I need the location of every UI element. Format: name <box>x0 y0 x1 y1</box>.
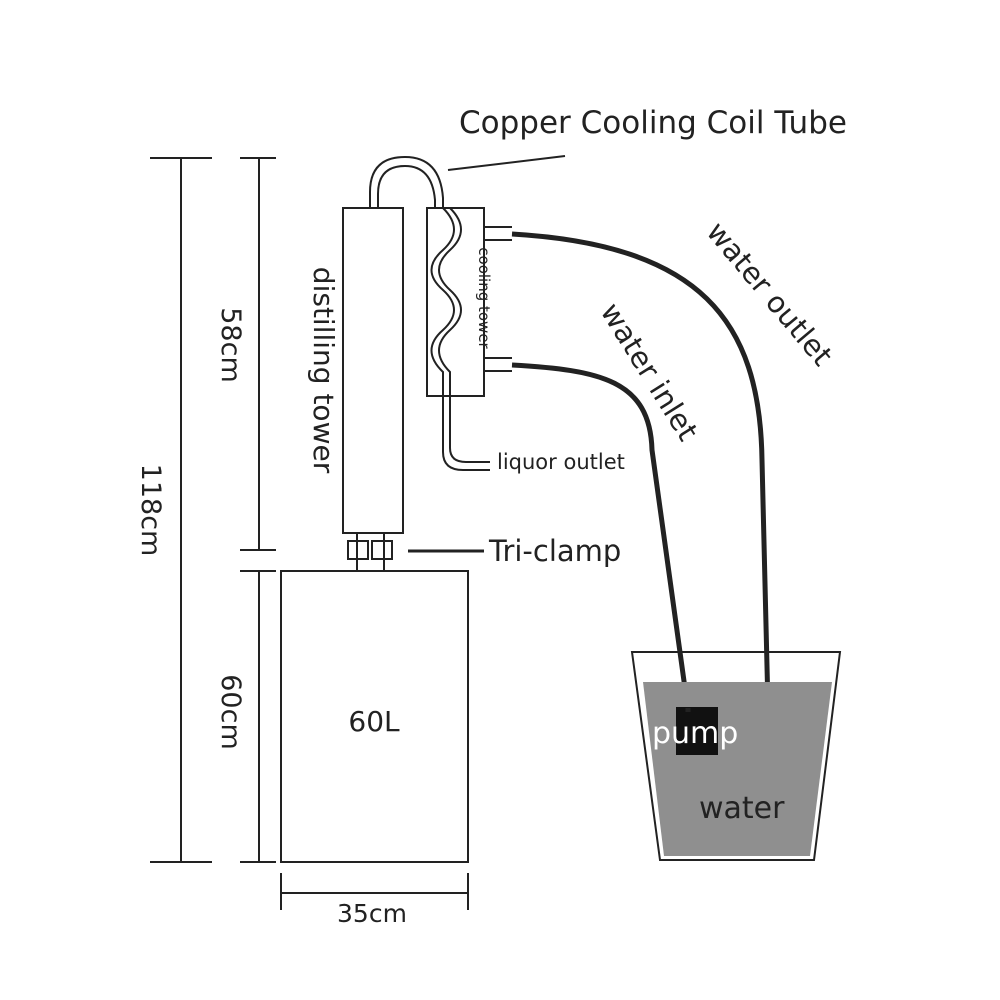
dimension-35cm: 35cm <box>280 873 469 928</box>
distilling-tower-body <box>342 207 404 534</box>
bucket-outline <box>630 651 842 861</box>
tank-body <box>280 570 469 863</box>
cooling-tower-label: cooling tower <box>475 247 493 349</box>
coil-tube-inner <box>377 164 436 208</box>
distilling-tower: distilling tower <box>307 207 404 534</box>
pump-label: pump <box>652 716 738 751</box>
dimension-label-width: 35cm <box>337 899 407 928</box>
water-fill <box>643 682 832 856</box>
dimension-label-tower: 58cm <box>215 307 246 383</box>
tri-clamp: Tri-clamp <box>347 533 621 571</box>
water-outlet-label: water outlet <box>700 215 840 372</box>
copper-coil-tube: Copper Cooling Coil Tube liquor outlet <box>369 105 847 474</box>
clamp-block-left <box>347 540 369 560</box>
tri-clamp-label: Tri-clamp <box>488 534 621 568</box>
liquor-outlet-label: liquor outlet <box>497 450 625 474</box>
water-outlet-hose <box>511 231 773 791</box>
water-bucket: pump water <box>630 651 842 861</box>
tank: 60L <box>280 570 469 863</box>
dimension-label-tank: 60cm <box>215 674 246 750</box>
dimension-58cm: 58cm <box>215 157 276 551</box>
coil-tube-outer <box>369 155 444 208</box>
water-label: water <box>699 791 785 826</box>
tank-volume-label: 60L <box>348 705 400 738</box>
clamp-block-right <box>371 540 393 560</box>
pump-body <box>676 707 718 755</box>
dimension-label-total: 118cm <box>135 464 166 557</box>
water-inlet-hose <box>511 362 691 711</box>
distilling-tower-label: distilling tower <box>307 267 340 474</box>
coil-leader-line <box>447 155 566 171</box>
liquor-pipe-inner <box>449 392 490 463</box>
cooling-tower-body <box>426 207 485 397</box>
liquor-pipe-outer <box>442 392 490 471</box>
coil-spiral-outer <box>430 207 455 392</box>
coil-tube-label: Copper Cooling Coil Tube <box>459 105 847 141</box>
cooling-tower: cooling tower <box>426 207 512 397</box>
dimension-60cm: 60cm <box>215 570 276 863</box>
dimension-118cm: 118cm <box>135 157 212 863</box>
coil-spiral-inner <box>438 207 462 392</box>
